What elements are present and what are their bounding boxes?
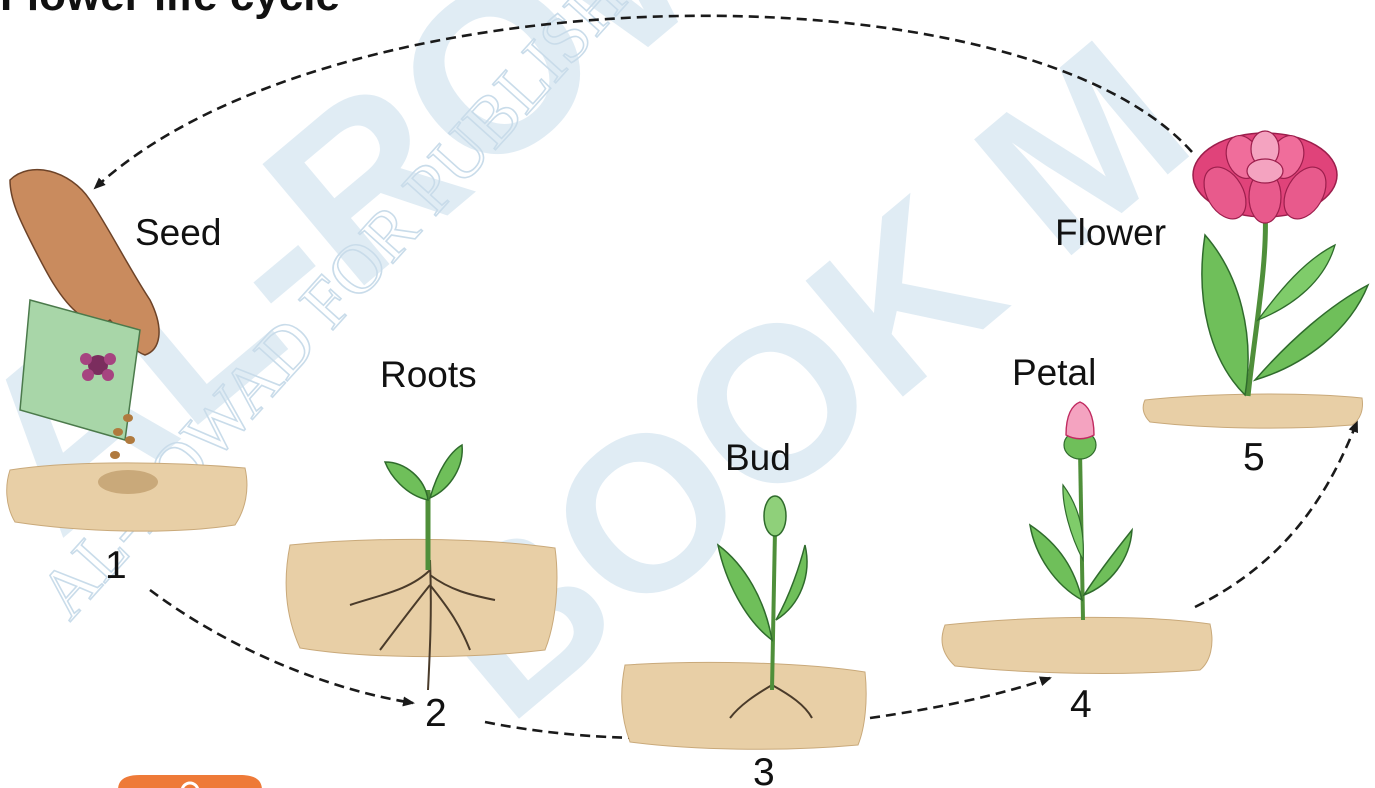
stage-number-3: 3 (753, 751, 775, 788)
stage-label-roots: Roots (380, 354, 477, 395)
bud-head (764, 496, 786, 536)
stage-label-bud: Bud (725, 437, 791, 478)
orange-badge (118, 775, 262, 788)
flower-leaf-mid (1258, 245, 1335, 320)
flower-leaf-right (1255, 285, 1368, 380)
petal-leaf-right (1084, 530, 1132, 595)
stage-label-seed: Seed (135, 212, 221, 253)
arrow-3-to-4 (870, 678, 1050, 718)
stage-label-petal: Petal (1012, 352, 1096, 393)
soil-bud (622, 662, 866, 749)
sprout-leaf-right (430, 445, 462, 498)
stage-number-4: 4 (1070, 683, 1092, 726)
stage-number-1: 1 (105, 544, 127, 587)
diagram-title: Flower life cycle (0, 0, 340, 20)
seed-hole (98, 470, 158, 494)
sprout-leaf-left (385, 462, 428, 500)
stage-number-5: 5 (1243, 436, 1265, 479)
stage-number-2: 2 (425, 692, 447, 735)
flower-stem (1248, 210, 1265, 396)
arrow-4-to-5 (1195, 422, 1357, 607)
soil-roots (286, 539, 557, 656)
stage-label-flower: Flower (1055, 212, 1166, 253)
flower-head (1193, 131, 1337, 226)
soil-flower (1143, 394, 1362, 428)
flower-leaf-left (1202, 235, 1248, 395)
soil-petal (942, 617, 1212, 673)
petal-bud-flower (1066, 402, 1094, 439)
